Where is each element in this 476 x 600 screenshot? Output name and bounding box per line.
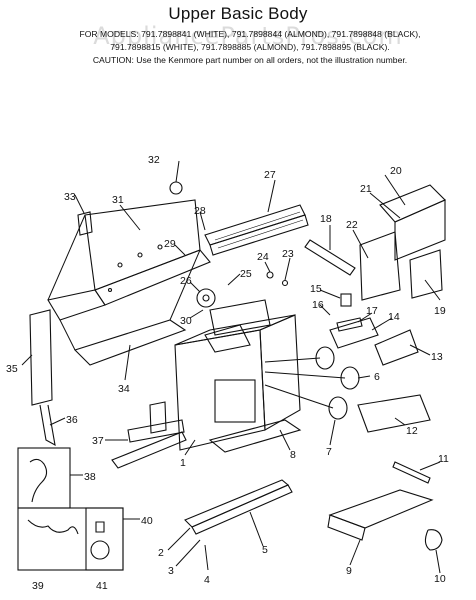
callout-31: 31 [112, 194, 124, 206]
callout-33: 33 [64, 191, 76, 203]
inset-boxes [17, 447, 124, 571]
caution-note: CAUTION: Use the Kenmore part number on … [92, 55, 408, 65]
callout-6: 6 [374, 371, 380, 383]
leader-lines [21, 160, 441, 574]
drain-pan [327, 461, 443, 551]
watermark: AppliancePartsPros.com [93, 22, 403, 50]
model-list-line-2: 791.7898815 (WHITE), 791.7898885 (ALMOND… [110, 42, 390, 52]
callout-26: 26 [180, 275, 192, 287]
callout-37: 37 [92, 435, 104, 447]
callout-38: 38 [84, 471, 96, 483]
bottom-rails [184, 479, 293, 535]
small-parts [77, 181, 363, 332]
side-panel [29, 309, 56, 447]
base-plates [357, 329, 431, 433]
callout-3: 3 [168, 565, 174, 577]
callout-labels: 32 27 20 21 22 18 19 23 24 25 26 30 29 2… [6, 154, 449, 592]
rail [304, 239, 356, 276]
callout-25: 25 [240, 268, 252, 280]
callout-34: 34 [118, 383, 130, 395]
cabinet-housing [174, 299, 301, 451]
callout-32: 32 [148, 154, 160, 166]
callout-24: 24 [257, 251, 269, 263]
callout-23: 23 [282, 248, 294, 260]
callout-39: 39 [32, 580, 44, 592]
callout-28: 28 [194, 205, 206, 217]
grille-strip [204, 204, 309, 256]
callout-14: 14 [388, 311, 400, 323]
page-title: Upper Basic Body [168, 4, 308, 23]
header-notes: FOR MODELS: 791.7898841 (WHITE), 791.789… [40, 28, 460, 67]
bottom-plate [208, 419, 302, 453]
callout-22: 22 [346, 219, 358, 231]
brackets [111, 401, 187, 469]
callout-8: 8 [290, 449, 296, 461]
callout-30: 30 [180, 315, 192, 327]
callout-1: 1 [180, 457, 186, 469]
callout-20: 20 [390, 165, 402, 177]
callout-2: 2 [158, 547, 164, 559]
callout-5: 5 [262, 544, 268, 556]
callout-13: 13 [431, 351, 443, 363]
callout-21: 21 [360, 183, 372, 195]
callout-18: 18 [320, 213, 332, 225]
callout-19: 19 [434, 305, 446, 317]
callout-12: 12 [406, 425, 418, 437]
callout-11: 11 [438, 453, 449, 465]
callout-41: 41 [96, 580, 108, 592]
wrapper-top-panel [47, 199, 211, 366]
callout-36: 36 [66, 414, 78, 426]
callout-27: 27 [264, 169, 276, 181]
callout-16: 16 [312, 299, 324, 311]
callout-35: 35 [6, 363, 18, 375]
callout-7: 7 [326, 446, 332, 458]
model-list-line-1: FOR MODELS: 791.7898841 (WHITE), 791.789… [79, 29, 421, 39]
fan-assemblies [264, 317, 379, 420]
callout-40: 40 [141, 515, 153, 527]
callout-29: 29 [164, 238, 176, 250]
callout-10: 10 [434, 573, 446, 585]
right-panels [359, 184, 446, 301]
callout-9: 9 [346, 565, 352, 577]
callout-17: 17 [366, 305, 378, 317]
callout-4: 4 [204, 574, 210, 586]
callout-15: 15 [310, 283, 322, 295]
